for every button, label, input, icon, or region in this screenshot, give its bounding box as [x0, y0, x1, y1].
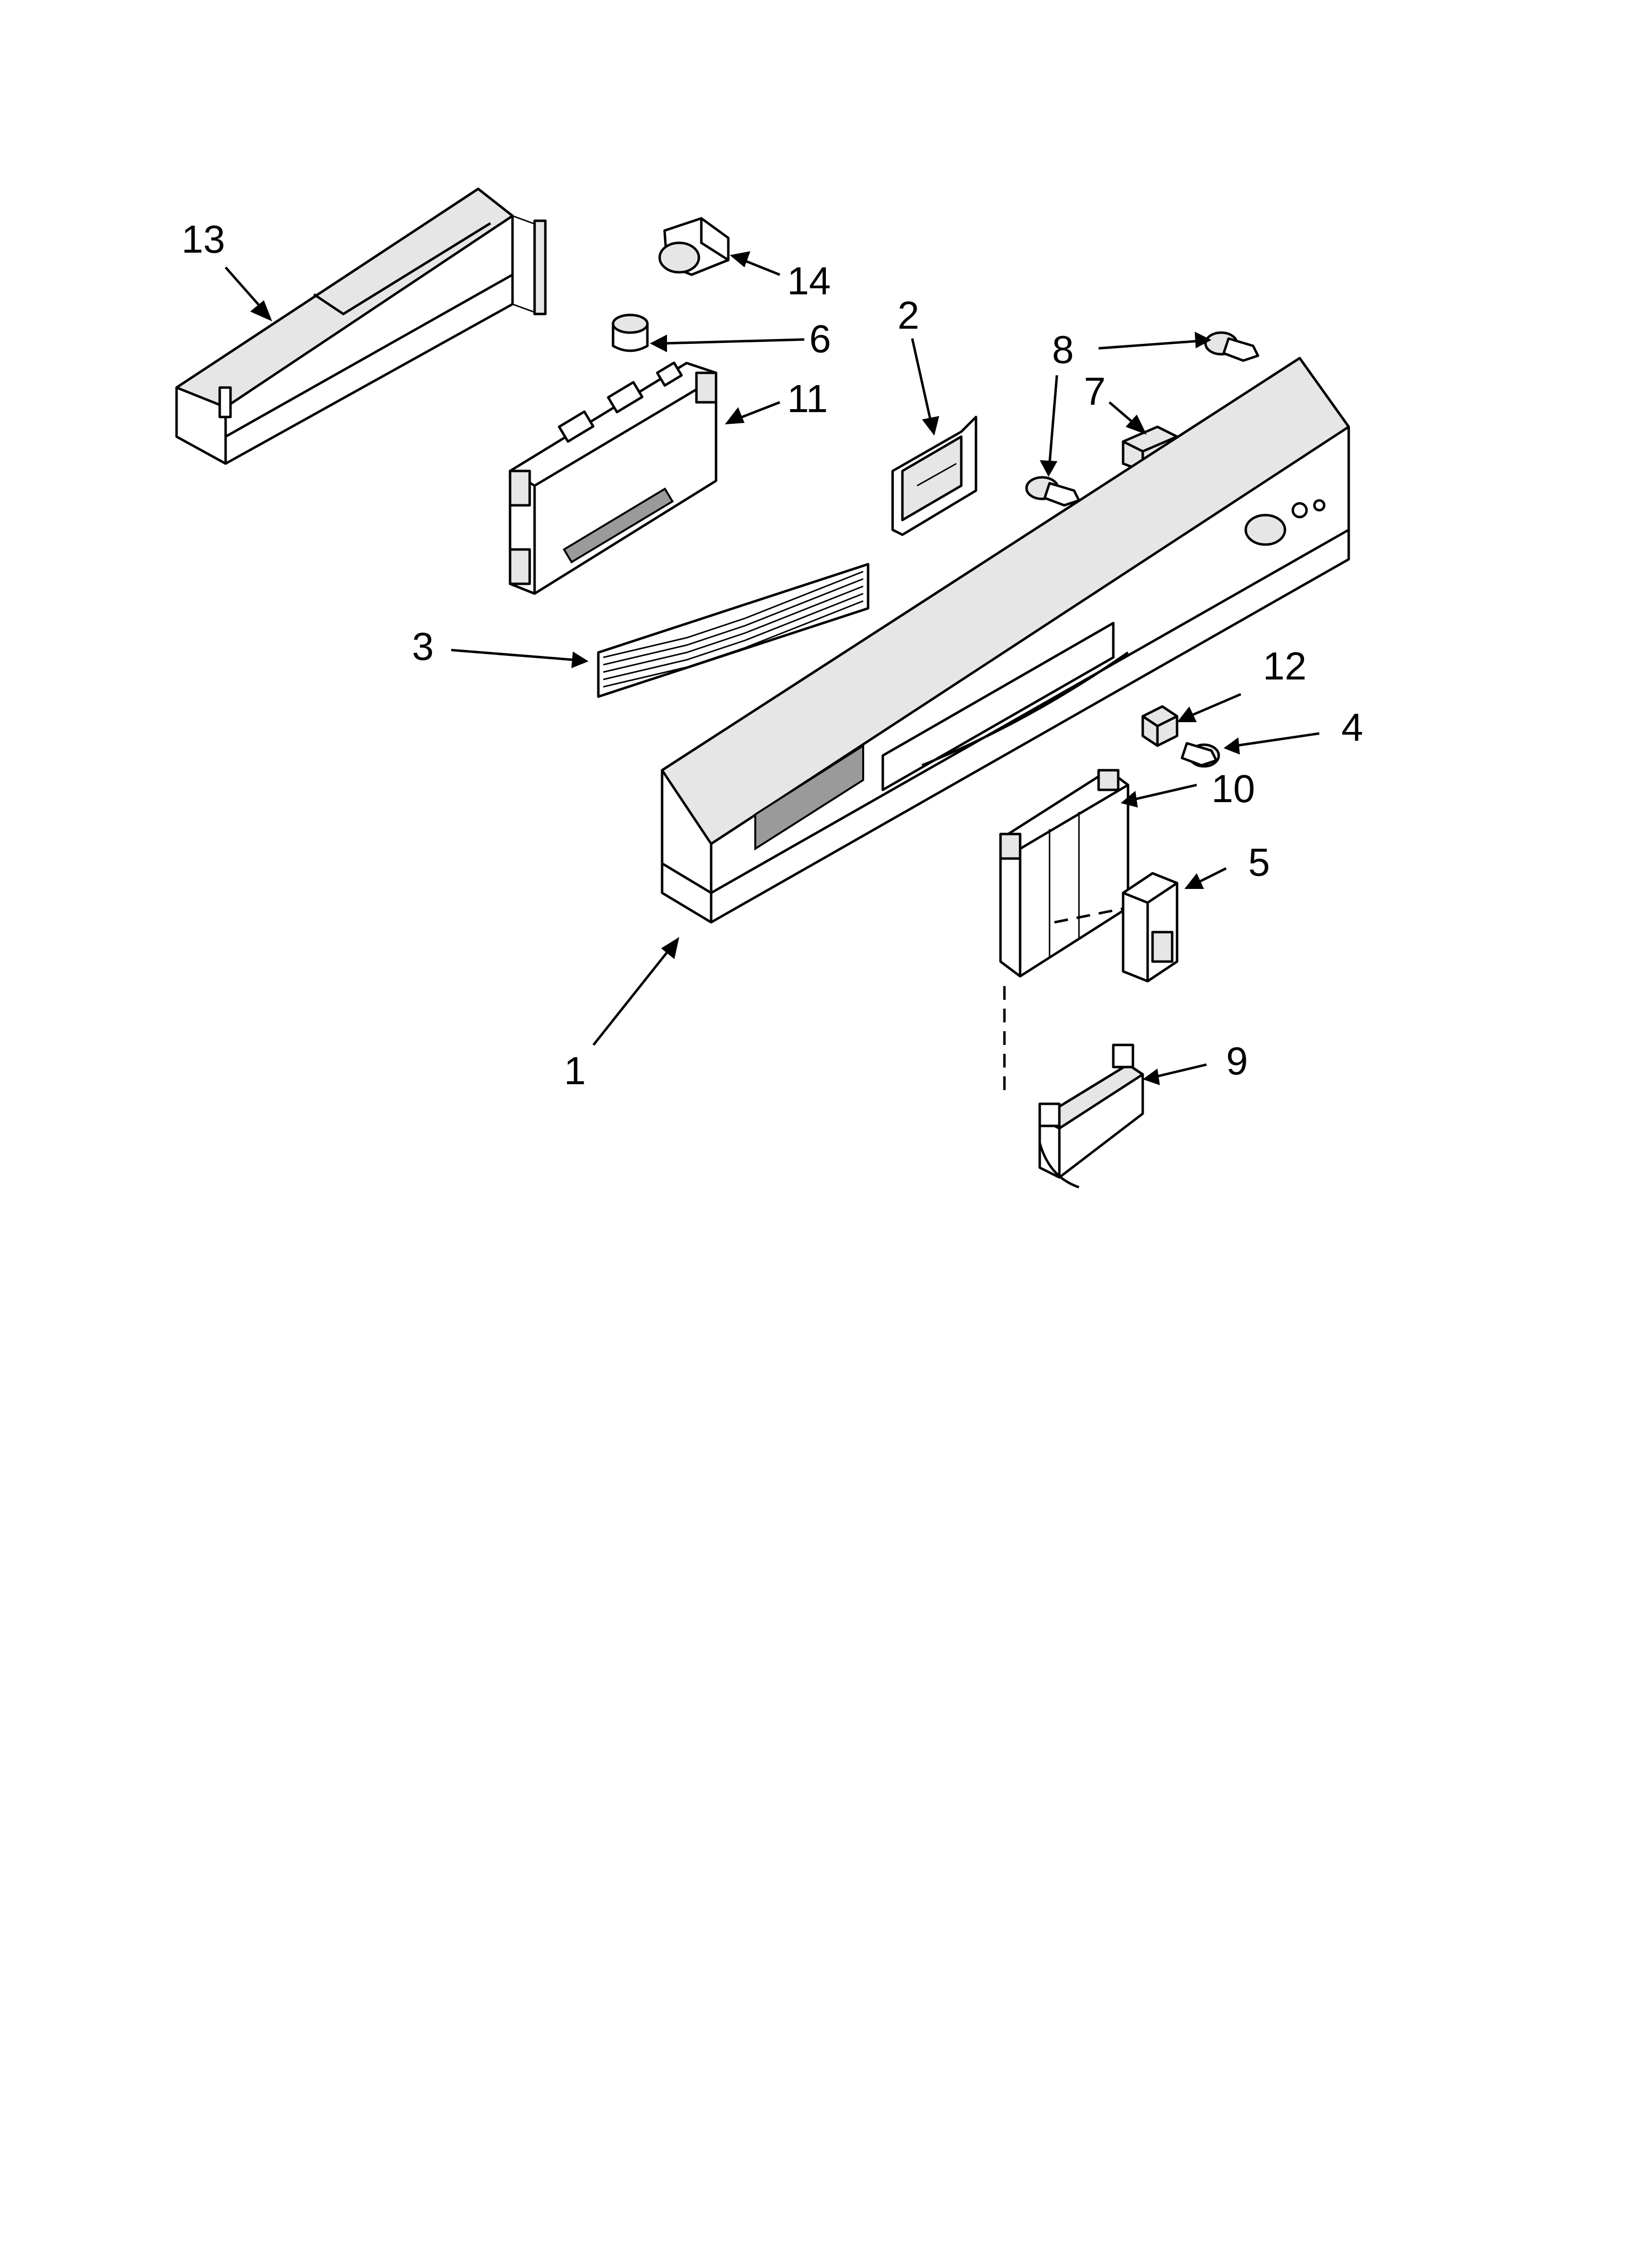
part-6-knob	[612, 313, 649, 352]
callout-13: 13	[181, 217, 225, 261]
callout-9: 9	[1226, 1039, 1248, 1083]
leader-lines	[225, 251, 1320, 1085]
callout-7: 7	[1084, 369, 1106, 413]
part-13-housing	[175, 187, 547, 465]
part-12-switch	[1141, 705, 1179, 747]
callout-8: 8	[1052, 328, 1074, 371]
part-4-screw	[1180, 742, 1220, 768]
callout-3: 3	[412, 625, 434, 668]
part-11-control-board	[509, 361, 718, 595]
callout-5: 5	[1248, 840, 1270, 884]
part-8-screw-right	[1204, 331, 1259, 362]
part-8-screw-left	[1025, 476, 1080, 507]
part-5-bracket	[1122, 872, 1179, 983]
part-10-mounting-plate	[999, 769, 1129, 978]
callout-11: 11	[787, 377, 828, 420]
callout-1: 1	[564, 1049, 586, 1093]
callout-2: 2	[898, 293, 920, 337]
callout-12: 12	[1263, 644, 1307, 688]
part-3-ribbon-cable	[597, 563, 870, 698]
part-14-clip	[658, 217, 730, 276]
callout-labels: 13 14 6 11 2 8 7 3 12 4 10 5 9 1	[181, 217, 1363, 1093]
part-1-console-panel	[661, 357, 1350, 924]
callout-10: 10	[1211, 767, 1255, 810]
callout-6: 6	[809, 317, 831, 361]
callout-4: 4	[1341, 705, 1363, 749]
callout-14: 14	[787, 259, 831, 303]
part-9-lower-bracket	[1038, 1043, 1144, 1189]
part-2-bracket	[891, 416, 977, 536]
